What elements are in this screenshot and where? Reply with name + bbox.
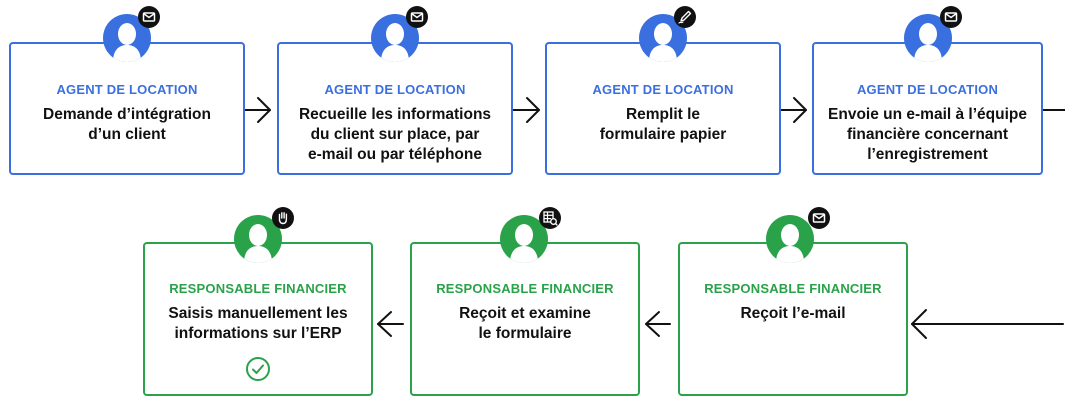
step-description: Saisis manuellement les informations sur… — [168, 305, 348, 342]
table-review-icon — [539, 207, 561, 229]
person-icon — [639, 14, 687, 62]
step-card: RESPONSABLE FINANCIER Reçoit et examine … — [410, 242, 640, 396]
step-description: Reçoit l’e-mail — [740, 305, 846, 322]
step-description: Recueille les informations du client sur… — [298, 106, 492, 163]
step-description: Envoie un e-mail à l’équipe financière c… — [828, 106, 1027, 163]
step-card: AGENT DE LOCATION Envoie un e-mail à l’é… — [812, 42, 1043, 175]
step-card: AGENT DE LOCATION Remplit le formulaire … — [545, 42, 781, 175]
step-role: RESPONSABLE FINANCIER — [704, 281, 882, 296]
arrow-right — [244, 97, 271, 123]
check-circle-icon — [246, 357, 270, 381]
hand-icon — [272, 207, 294, 229]
arrow-left — [911, 309, 1064, 339]
step-card: AGENT DE LOCATION Demande d’intégration … — [9, 42, 245, 175]
step-role: RESPONSABLE FINANCIER — [169, 281, 347, 296]
mail-icon — [940, 6, 962, 28]
mail-icon — [138, 6, 160, 28]
step-card: RESPONSABLE FINANCIER Saisis manuellemen… — [143, 242, 373, 396]
step-description: Remplit le formulaire papier — [599, 106, 727, 143]
step-description: Reçoit et examine le formulaire — [459, 305, 591, 342]
mail-icon — [808, 207, 830, 229]
step-role: AGENT DE LOCATION — [592, 82, 734, 97]
arrow-right — [780, 97, 807, 123]
person-icon — [234, 215, 282, 263]
mail-icon — [406, 6, 428, 28]
arrow-left — [377, 311, 404, 337]
pen-icon — [674, 6, 696, 28]
step-role: AGENT DE LOCATION — [56, 82, 198, 97]
arrow-right — [512, 97, 540, 123]
arrow-left — [645, 311, 671, 337]
step-role: RESPONSABLE FINANCIER — [436, 281, 614, 296]
person-icon — [766, 215, 814, 263]
step-role: AGENT DE LOCATION — [324, 82, 466, 97]
step-card: RESPONSABLE FINANCIER Reçoit l’e-mail — [678, 242, 908, 396]
person-icon — [103, 14, 151, 62]
step-role: AGENT DE LOCATION — [856, 82, 999, 97]
step-description: Demande d’intégration d’un client — [43, 106, 211, 143]
